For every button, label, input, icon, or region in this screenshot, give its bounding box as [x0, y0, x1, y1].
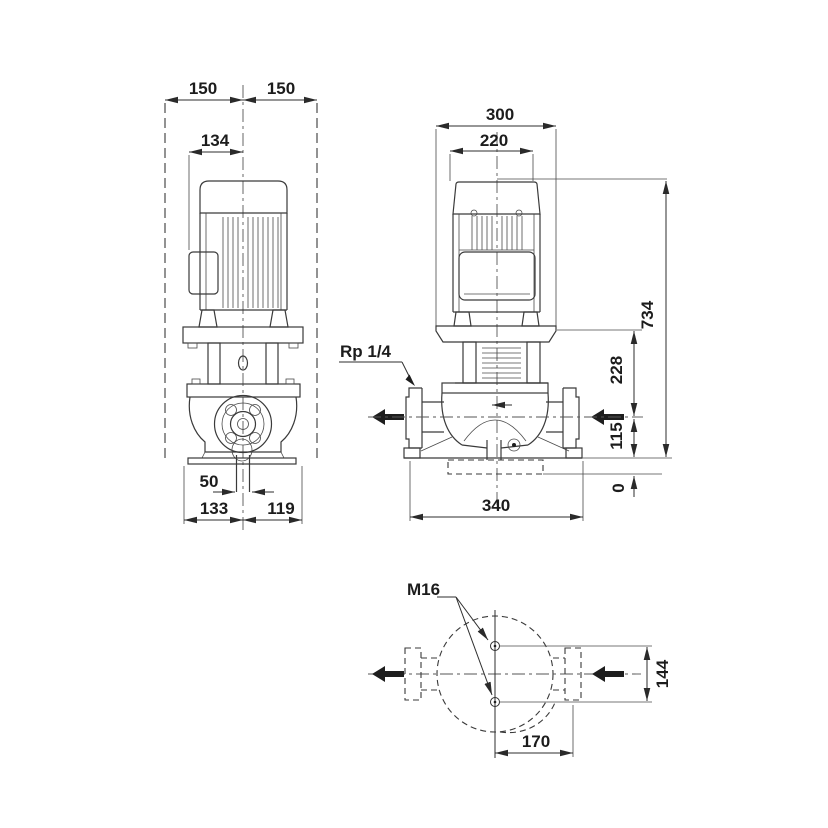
bolt-hole-bottom [490, 697, 500, 707]
lantern-pillar-right [526, 341, 541, 384]
discharge-flow-arrow [372, 666, 404, 682]
dim-0: 0 [609, 483, 628, 492]
volute-wall-left [441, 392, 463, 446]
side-pump [403, 325, 583, 475]
bolt-size-label: M16 [407, 580, 493, 696]
motor-foot-left [453, 311, 472, 327]
suction-flange-dashed [564, 647, 582, 701]
dim-119: 119 [267, 499, 294, 518]
dim-340: 340 [482, 496, 510, 515]
drain-boss [231, 438, 253, 462]
suction-flange [563, 387, 580, 449]
lantern-pillar-right [265, 342, 279, 385]
discharge-flange [405, 387, 422, 449]
plan-view: M16 144 170 [368, 580, 672, 758]
dim-50: 50 [200, 472, 219, 491]
dim-220: 220 [480, 131, 508, 150]
leader-arrowhead [405, 374, 415, 386]
label-m16: M16 [407, 580, 440, 599]
pump-top-plate [186, 383, 301, 398]
dim-115: 115 [607, 422, 626, 449]
motor-cap [199, 180, 288, 214]
pump-top-plate [441, 382, 549, 394]
terminal-box [458, 251, 536, 301]
pump-base [187, 457, 297, 465]
front-pump [182, 326, 304, 492]
dim-150-right: 150 [267, 79, 295, 98]
side-dim-motor-width: 220 [449, 131, 534, 181]
suction-flow-arrow [592, 666, 624, 682]
volute-bulge-dashed [499, 699, 557, 734]
side-height-dims: 734 228 115 0 [497, 178, 672, 497]
bolt-hole-top [490, 641, 500, 651]
motor-fins [222, 217, 279, 308]
front-dim-span: 150 150 [165, 79, 317, 104]
gauge-port-label: Rp 1/4 [339, 342, 415, 386]
plan-flanges [404, 647, 582, 701]
plan-dim-bolt-spacing-x: 170 [495, 705, 574, 757]
baseplate-bolt-holes [490, 641, 652, 707]
front-dim-motor-width: 134 [188, 131, 243, 250]
dim-300: 300 [486, 105, 514, 124]
baseplate-dashed [447, 459, 544, 475]
discharge-flange-dashed [404, 647, 422, 701]
side-motor [452, 181, 541, 327]
dim-133: 133 [200, 499, 228, 518]
motor-cap [452, 181, 541, 215]
front-dim-drain: 50 [200, 472, 274, 496]
lantern-pillar-left [462, 341, 477, 384]
side-dim-width: 300 [435, 105, 557, 326]
motor-stool-flange [435, 325, 557, 343]
side-view: 300 220 [339, 105, 672, 521]
volute-wall-right [527, 392, 549, 446]
lantern-pillar-left [207, 342, 221, 385]
motor-stool-flange [182, 326, 304, 344]
lantern-window [237, 355, 249, 371]
pump-foot-right [565, 447, 583, 459]
dim-134: 134 [201, 131, 230, 150]
front-dim-base: 133 119 [183, 466, 303, 524]
dim-734: 734 [638, 300, 657, 329]
dim-170: 170 [522, 732, 550, 751]
plan-dim-bolt-spacing-y: 144 [643, 647, 672, 701]
motor-fins [471, 216, 523, 250]
label-rp-quarter: Rp 1/4 [340, 342, 392, 361]
coupling-guard-slots [482, 347, 521, 379]
motor-foot-right [521, 311, 540, 327]
front-view: 150 150 134 [164, 79, 318, 532]
bolt-circle [221, 402, 265, 446]
suction-flow-arrow [591, 409, 624, 425]
terminal-box [188, 251, 219, 295]
dim-228: 228 [607, 356, 626, 384]
port-flange-circle [213, 394, 273, 454]
front-motor [188, 180, 289, 328]
side-dim-base-length: 340 [409, 461, 584, 521]
shaft-hub [229, 410, 257, 438]
dim-144: 144 [653, 659, 672, 688]
pump-foot-left [403, 447, 421, 459]
dim-150-left: 150 [189, 79, 217, 98]
drain-plug [507, 438, 521, 452]
motor-foot-right [269, 309, 289, 328]
motor-foot-left [198, 309, 218, 328]
